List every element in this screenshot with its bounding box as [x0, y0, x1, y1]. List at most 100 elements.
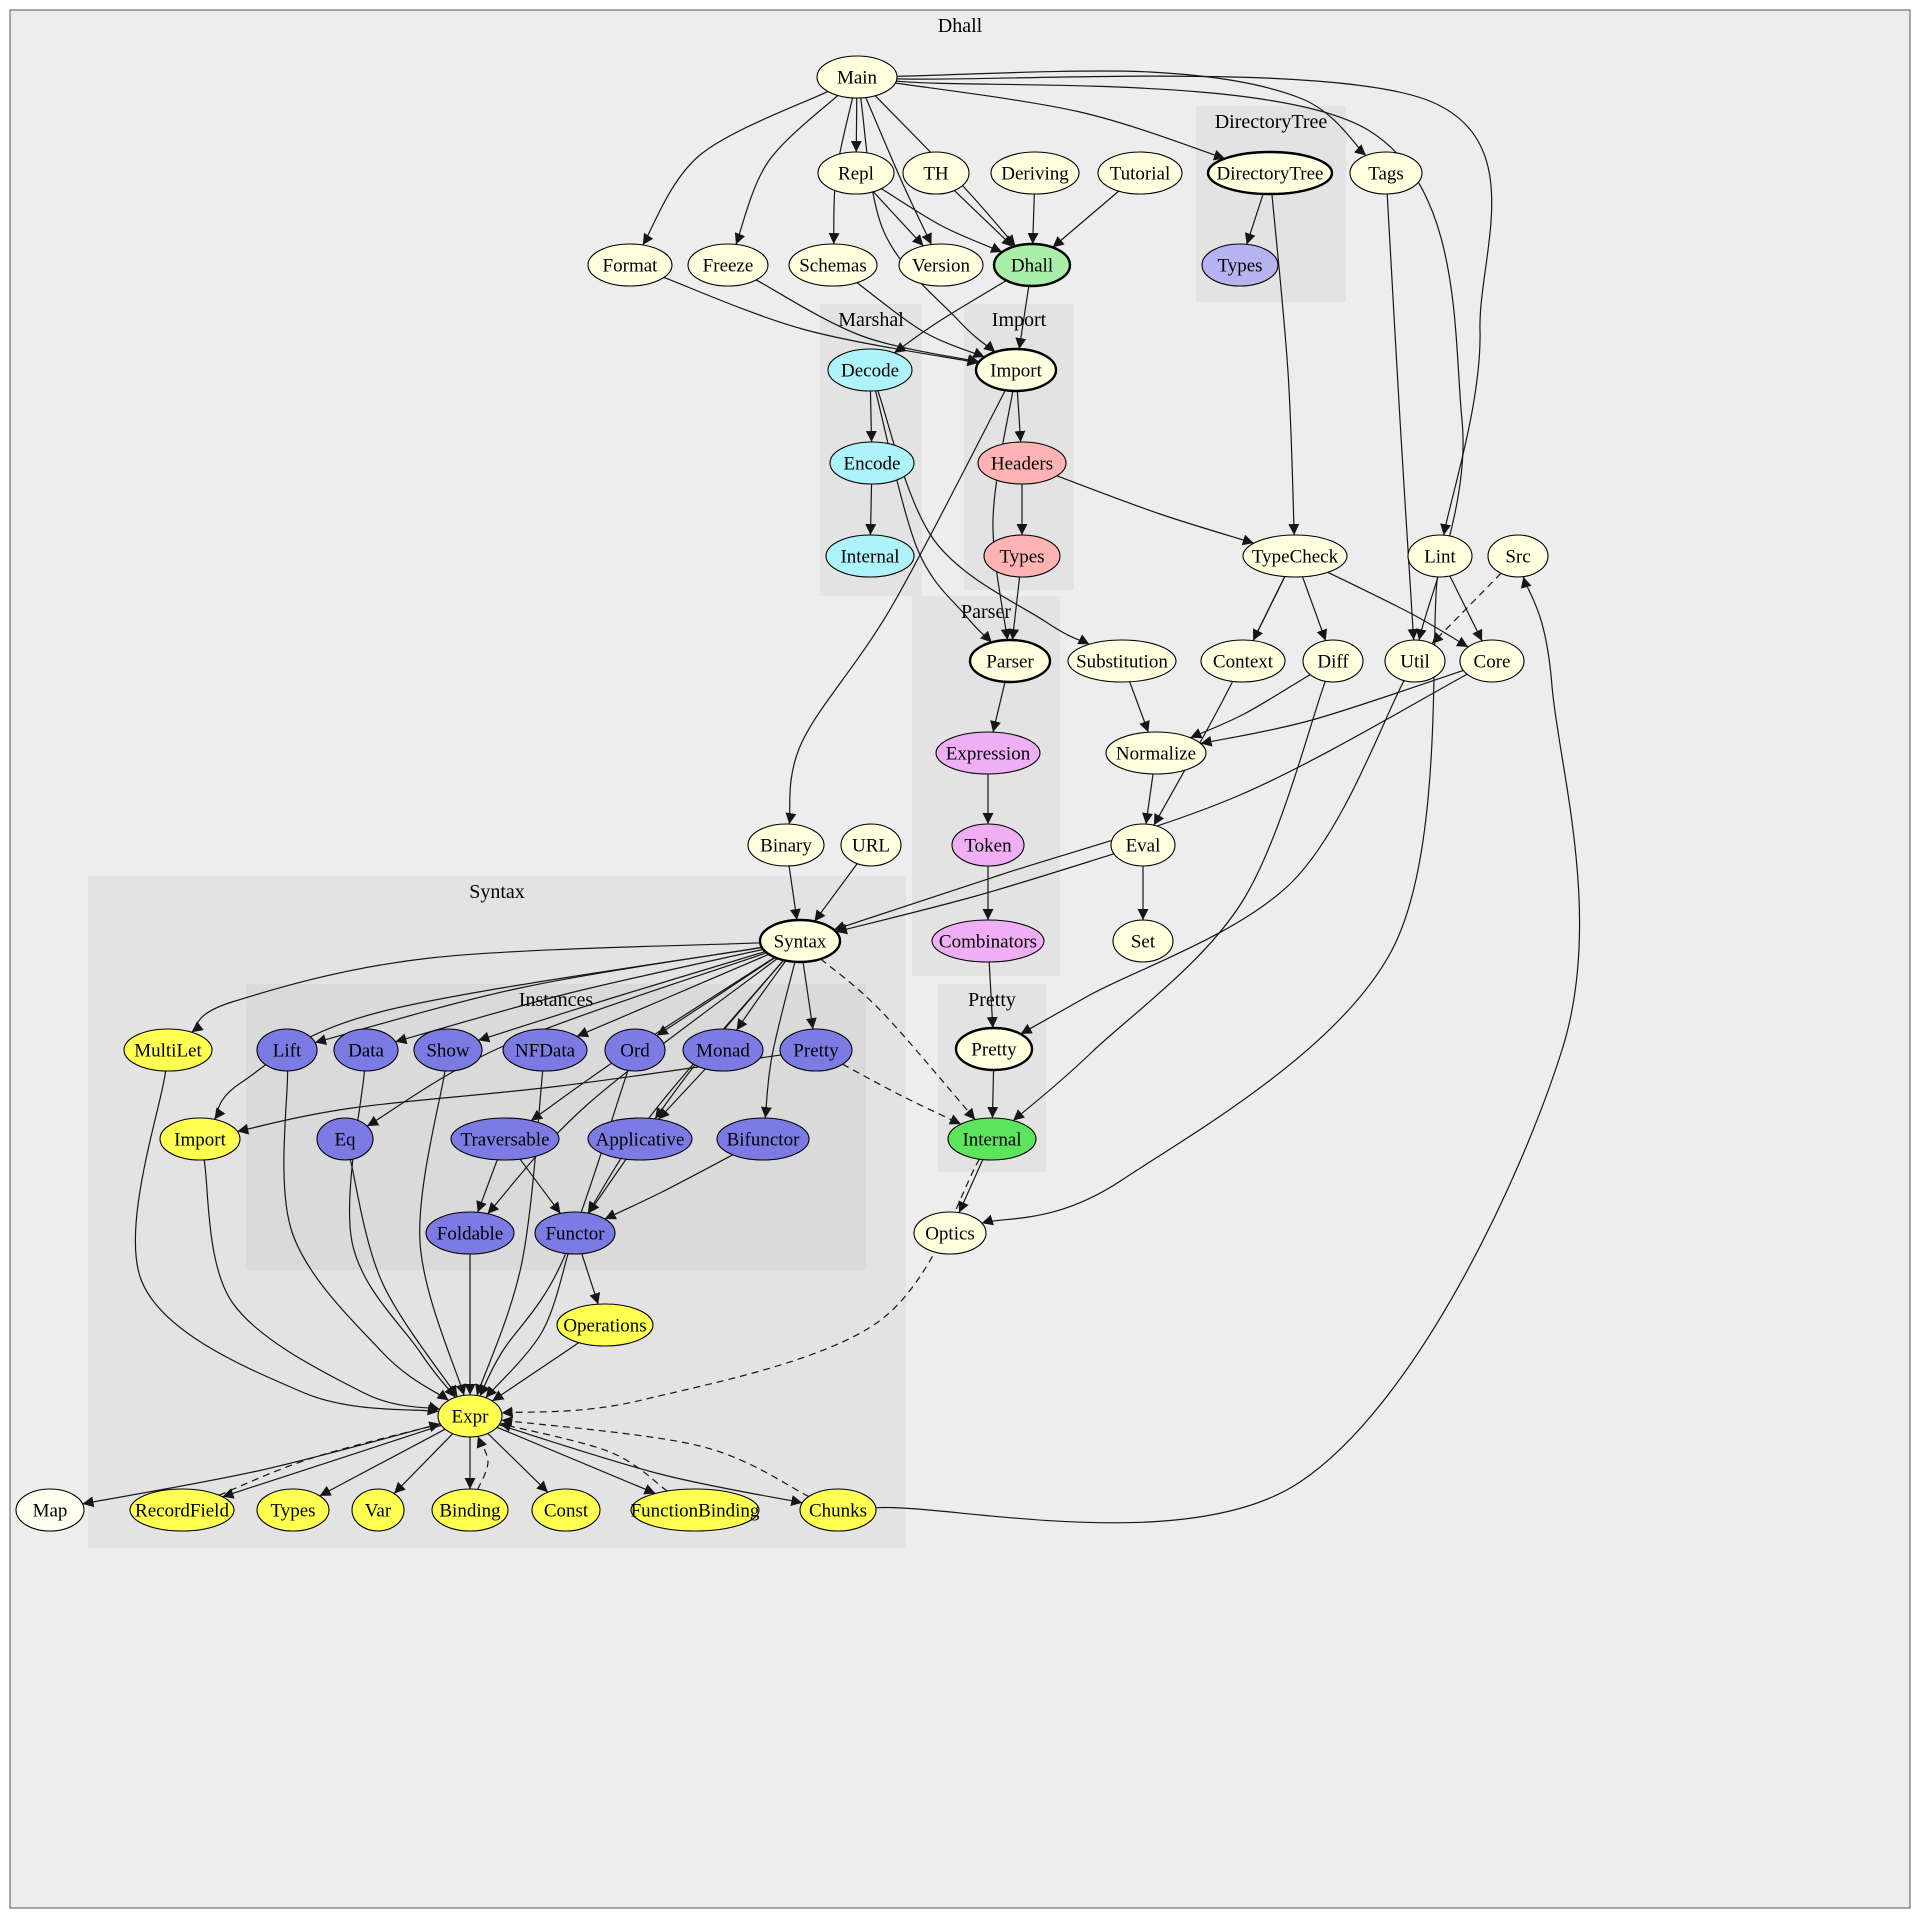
node-combinators: Combinators — [931, 919, 1045, 963]
edge-th-dhall_n — [953, 190, 1014, 248]
node-recordfield-label: RecordField — [135, 1501, 229, 1522]
node-encode-shape — [829, 441, 915, 485]
edge-pretty_i-import_s — [237, 1054, 782, 1135]
node-util-shape — [1384, 639, 1446, 683]
node-monad-shape — [682, 1028, 764, 1072]
node-directorytree-label: DirectoryTree — [1217, 164, 1324, 185]
node-lint-shape — [1407, 534, 1473, 578]
node-functionbinding-label: FunctionBinding — [631, 1501, 760, 1522]
node-format-shape — [587, 243, 673, 287]
edge-types_i-parser — [1008, 576, 1021, 641]
node-combinators-shape — [931, 919, 1045, 963]
node-internal_m-label: Internal — [840, 547, 899, 568]
node-internal_p-shape — [947, 1117, 1037, 1161]
node-normalize: Normalize — [1105, 731, 1207, 775]
node-applicative-label: Applicative — [596, 1130, 685, 1151]
node-recordfield-shape — [129, 1488, 235, 1532]
node-tags: Tags — [1349, 151, 1423, 195]
node-eq: Eq — [316, 1117, 374, 1161]
node-core: Core — [1459, 639, 1525, 683]
node-freeze: Freeze — [687, 243, 769, 287]
edge-lift-expr — [283, 1070, 449, 1401]
node-context-label: Context — [1213, 652, 1274, 673]
node-import_top: Import — [974, 347, 1058, 393]
node-eval-label: Eval — [1126, 836, 1161, 857]
node-foldable-shape — [425, 1211, 515, 1255]
node-eq-label: Eq — [334, 1130, 356, 1151]
node-url: URL — [840, 823, 902, 867]
node-monad: Monad — [682, 1028, 764, 1072]
node-internal_p: Internal — [947, 1117, 1037, 1161]
node-util-label: Util — [1400, 652, 1430, 673]
node-version-label: Version — [912, 256, 971, 277]
node-applicative-shape — [587, 1117, 693, 1161]
edge-syntax-monad — [736, 960, 787, 1031]
node-binary-label: Binary — [760, 836, 812, 857]
edge-functor-operations — [581, 1253, 601, 1305]
node-lift-shape — [256, 1028, 318, 1072]
edge-main-repl — [850, 97, 862, 153]
node-main: Main — [816, 55, 898, 99]
node-expr-label: Expr — [452, 1407, 490, 1428]
node-functor: Functor — [534, 1211, 616, 1255]
cluster-directorytree-label: DirectoryTree — [1215, 111, 1328, 133]
node-core-label: Core — [1474, 652, 1511, 673]
node-schemas: Schemas — [788, 243, 878, 287]
node-operations-shape — [556, 1303, 654, 1347]
node-import_s-shape — [159, 1117, 241, 1161]
edge-main-version — [865, 97, 932, 245]
node-headers: Headers — [977, 441, 1067, 485]
edge-syntax-ord — [656, 956, 776, 1037]
node-eval: Eval — [1110, 823, 1176, 867]
node-eq-shape — [316, 1117, 374, 1161]
node-deriving-label: Deriving — [1001, 164, 1069, 185]
node-applicative: Applicative — [587, 1117, 693, 1161]
node-tutorial-label: Tutorial — [1110, 164, 1171, 185]
edge-functor-expr — [485, 1253, 569, 1399]
node-version: Version — [898, 243, 984, 287]
edge-multilet-expr — [134, 1070, 439, 1416]
node-ord-shape — [604, 1028, 666, 1072]
node-th-label: TH — [923, 164, 949, 185]
node-repl: Repl — [817, 151, 895, 195]
node-ord: Ord — [604, 1028, 666, 1072]
node-types_dt-label: Types — [1217, 256, 1262, 277]
node-decode: Decode — [827, 348, 913, 392]
edge-chunks-expr — [501, 1416, 810, 1498]
edge-typecheck-eval — [1153, 576, 1286, 826]
node-bifunctor-shape — [716, 1117, 810, 1161]
edge-main-freeze — [734, 94, 839, 245]
edge-substitution-normalize — [1129, 681, 1150, 733]
node-substitution: Substitution — [1067, 639, 1177, 683]
node-encode-label: Encode — [844, 454, 901, 475]
edge-util-pretty_p — [1020, 680, 1405, 1035]
node-chunks-shape — [799, 1488, 877, 1532]
edge-main-util — [896, 80, 1464, 641]
node-binary: Binary — [747, 823, 825, 867]
node-version-shape — [898, 243, 984, 287]
edge-binding-expr — [476, 1436, 489, 1490]
node-optics-shape — [913, 1211, 987, 1255]
node-format: Format — [587, 243, 673, 287]
node-import_top-shape — [974, 347, 1058, 393]
edge-expr-functionbinding — [496, 1426, 656, 1495]
cluster-pretty-label: Pretty — [968, 989, 1016, 1011]
node-lift: Lift — [256, 1028, 318, 1072]
node-optics: Optics — [913, 1211, 987, 1255]
edge-expr-chunks — [498, 1424, 803, 1506]
cluster-dhall-label: Dhall — [938, 15, 983, 37]
node-directorytree-shape — [1206, 150, 1334, 196]
node-pretty_p-label: Pretty — [971, 1040, 1017, 1061]
node-src-label: Src — [1505, 547, 1530, 568]
edge-freeze-import_top — [755, 279, 980, 365]
node-typecheck-shape — [1242, 534, 1348, 578]
node-ord-label: Ord — [620, 1041, 650, 1062]
node-bifunctor-label: Bifunctor — [727, 1130, 800, 1151]
node-diff: Diff — [1302, 639, 1364, 683]
edge-decode-encode — [865, 390, 877, 443]
node-diff-shape — [1302, 639, 1364, 683]
node-th: TH — [902, 151, 970, 195]
